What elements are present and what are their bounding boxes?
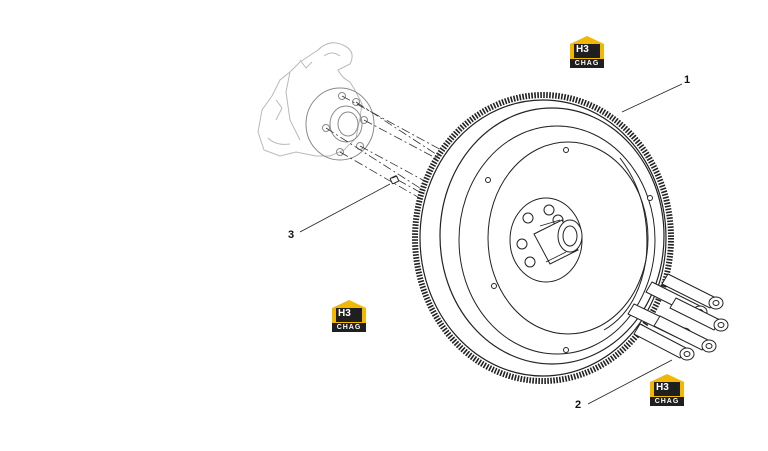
watermark-logo: H3 CHAG	[648, 374, 686, 408]
leader-line-3	[299, 183, 391, 233]
house-logo-icon	[570, 36, 604, 60]
logo-brand-text: CHAG	[570, 59, 604, 68]
logo-brand-text: CHAG	[332, 323, 366, 332]
logo-mark-text: H3	[656, 382, 669, 393]
watermark-logo: H3 CHAG	[568, 36, 606, 70]
logo-mark-text: H3	[576, 44, 589, 55]
flywheel-bolts	[627, 273, 729, 361]
callout-2: 2	[575, 399, 582, 411]
callout-1: 1	[684, 74, 691, 86]
dowel-pin	[389, 175, 400, 185]
crankshaft-housing	[257, 42, 363, 157]
house-logo-icon	[650, 374, 684, 398]
callout-3: 3	[288, 229, 295, 241]
leader-line-1	[621, 83, 683, 113]
house-logo-icon	[332, 300, 366, 324]
flywheel	[412, 92, 674, 384]
leader-line-2	[587, 359, 673, 405]
logo-mark-text: H3	[338, 308, 351, 319]
watermark-logo: H3 CHAG	[330, 300, 368, 334]
crankshaft-flange	[305, 87, 375, 161]
leader-lines	[299, 83, 683, 405]
logo-brand-text: CHAG	[650, 397, 684, 406]
